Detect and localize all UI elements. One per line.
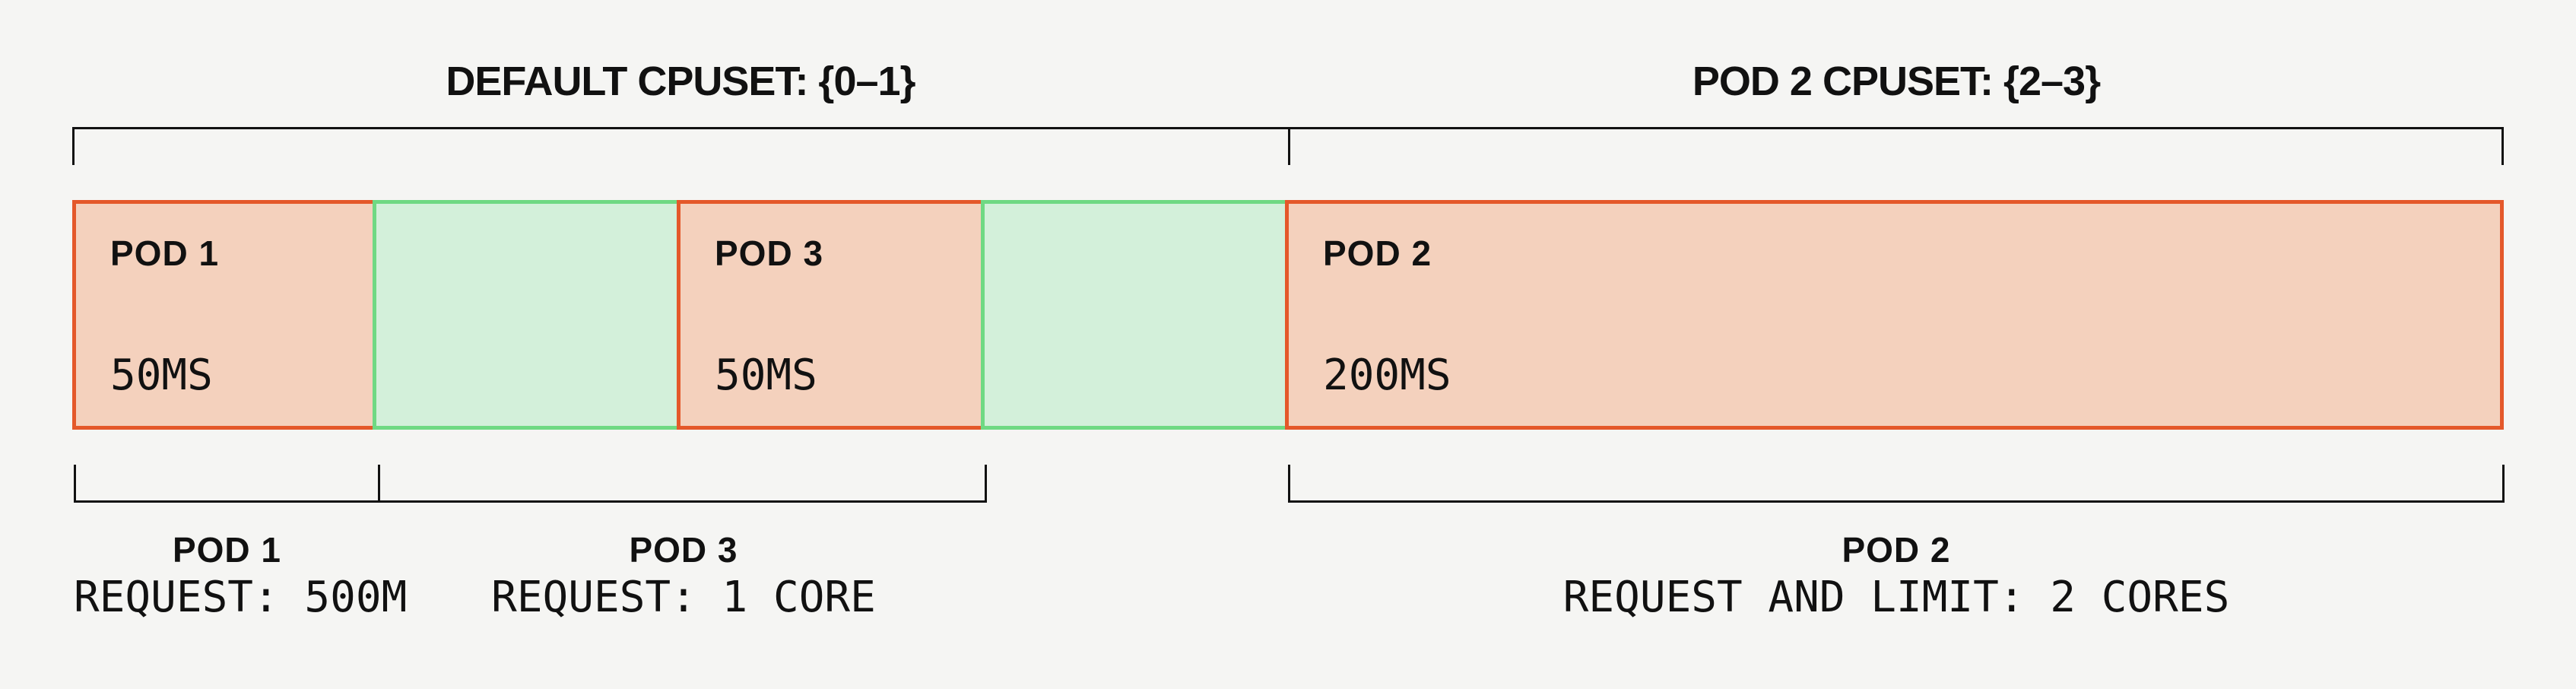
pod2-request-detail: REQUEST AND LIMIT: 2 CORES [1562,573,2230,622]
pod2-request-title: POD 2 [1842,530,1951,570]
pod1-request-detail: REQUEST: 500M [74,573,408,622]
pod1-request-label-group: POD 1 REQUEST: 500M [74,530,408,622]
pod2-segment-usage: 200MS [1323,351,1451,400]
pod3-segment: POD 3 50MS [677,200,985,430]
pod1-request-bracket [74,465,380,503]
pod1-segment-usage: 50MS [110,351,213,400]
pod3-request-detail: REQUEST: 1 CORE [491,573,876,622]
pod1-segment-title: POD 1 [110,233,220,273]
pod2-cpuset-label: POD 2 CPUSET: {2–3} [1692,59,2101,104]
default-cpuset-label: DEFAULT CPUSET: {0–1} [446,59,915,104]
pod2-request-label-group: POD 2 REQUEST AND LIMIT: 2 CORES [1288,532,2505,619]
pod1-segment: POD 1 50MS [72,200,376,430]
pod1-request-title: POD 1 [172,530,282,570]
pod2-segment-title: POD 2 [1323,233,1432,273]
pod3-segment-usage: 50MS [715,351,817,400]
free-segment-1 [373,200,680,430]
pod2-request-bracket [1288,465,2505,503]
pod2-segment: POD 2 200MS [1285,200,2504,430]
pod3-segment-title: POD 3 [715,233,824,273]
pod3-request-label-group: POD 3 REQUEST: 1 CORE [380,532,987,619]
pod3-request-title: POD 3 [629,530,738,570]
cpuset-bracket-divider [1288,127,1290,165]
free-segment-2 [981,200,1289,430]
pod3-request-bracket [380,465,987,503]
